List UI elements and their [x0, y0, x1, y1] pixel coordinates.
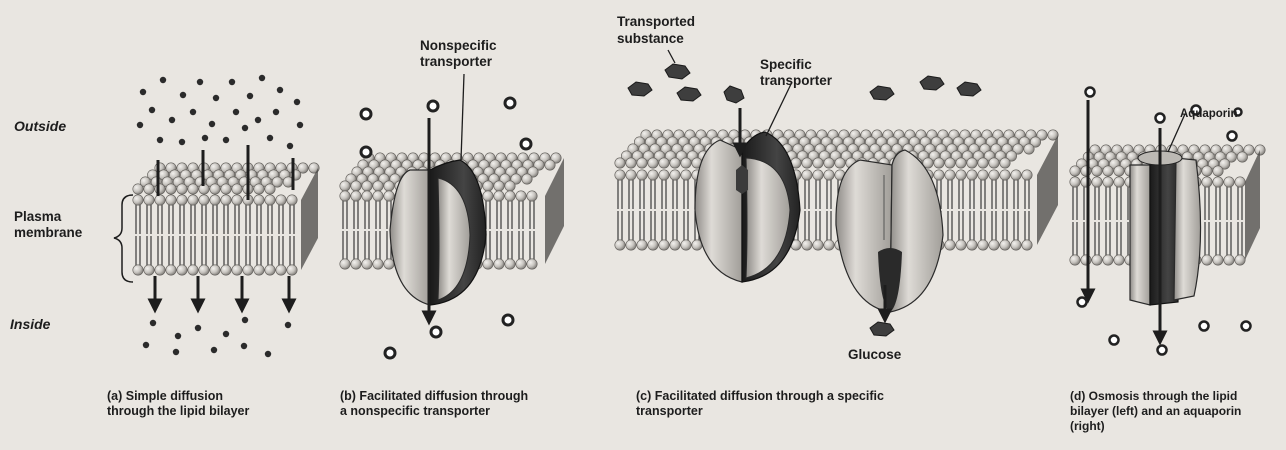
nonspecific-transporter-label-line1: Nonspecific: [420, 38, 497, 54]
caption-a: (a) Simple diffusion through the lipid b…: [107, 389, 249, 419]
nonspecific-transporter-leader: [461, 74, 464, 160]
nonspecific-transporter-protein: [390, 160, 486, 305]
glucose-transporter-protein: [836, 150, 943, 312]
caption-b: (b) Facilitated diffusion through a nons…: [340, 389, 528, 419]
caption-d-line3: (right): [1070, 419, 1241, 434]
panel-a-outside-molecules: [137, 75, 303, 149]
nonspecific-transporter-label-line2: transporter: [420, 54, 492, 70]
specific-transporter-label-line1: Specific: [760, 57, 812, 73]
caption-c-line2: transporter: [636, 404, 884, 419]
specific-transporter-label-line2: transporter: [760, 73, 832, 89]
panel-c-facilitated-specific: [615, 50, 1058, 336]
transported-substance-label-line1: Transported: [617, 14, 695, 30]
specific-transporter-leader: [766, 82, 792, 136]
transported-substance-label-line2: substance: [617, 31, 684, 47]
transported-substance-leader: [668, 50, 675, 63]
panel-a-membrane: [133, 163, 319, 275]
specific-transporter-protein: [695, 132, 800, 282]
panel-a-simple-diffusion: [114, 75, 319, 357]
caption-d-line2: bilayer (left) and an aquaporin: [1070, 404, 1241, 419]
caption-b-line2: a nonspecific transporter: [340, 404, 528, 419]
caption-c: (c) Facilitated diffusion through a spec…: [636, 389, 884, 419]
caption-a-line2: through the lipid bilayer: [107, 404, 249, 419]
caption-d-line1: (d) Osmosis through the lipid: [1070, 389, 1241, 404]
caption-a-line1: (a) Simple diffusion: [107, 389, 249, 404]
plasma-membrane-label-line2: membrane: [14, 225, 82, 241]
glucose-label: Glucose: [848, 347, 901, 363]
inside-label: Inside: [10, 316, 50, 332]
panel-b-facilitated-nonspecific: [340, 74, 564, 358]
plasma-membrane-bracket: [114, 195, 133, 282]
panel-a-inside-molecules: [143, 317, 291, 357]
caption-d: (d) Osmosis through the lipid bilayer (l…: [1070, 389, 1241, 434]
aquaporin-label: Aquaporin: [1180, 106, 1238, 122]
outside-label: Outside: [14, 118, 66, 134]
aquaporin-protein: [1130, 151, 1201, 305]
caption-c-line1: (c) Facilitated diffusion through a spec…: [636, 389, 884, 404]
caption-b-line1: (b) Facilitated diffusion through: [340, 389, 528, 404]
plasma-membrane-label-line1: Plasma: [14, 209, 61, 225]
panel-d-osmosis: [1070, 88, 1265, 355]
